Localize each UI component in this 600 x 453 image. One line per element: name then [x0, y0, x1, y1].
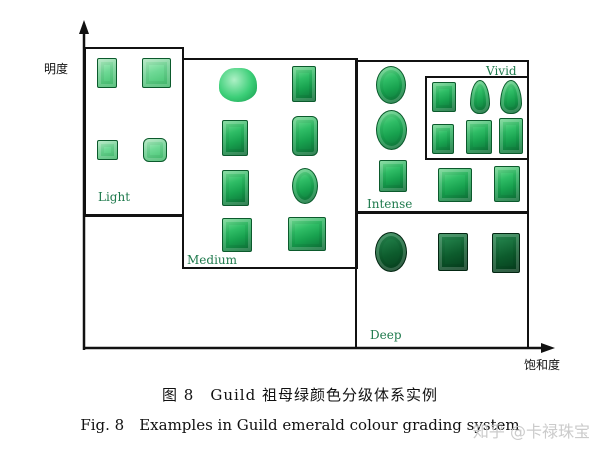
gem-light-emerald-cut	[97, 58, 117, 88]
deep-region	[355, 212, 529, 349]
label-light: Light	[98, 190, 131, 204]
label-vivid: Vivid	[486, 64, 517, 78]
gem-medium-emerald-cut-1	[292, 66, 316, 102]
label-deep: Deep	[370, 328, 402, 342]
gem-light-cushion	[142, 58, 171, 88]
gem-vivid-emerald-cut-4	[499, 118, 523, 154]
gem-medium-cushion	[292, 116, 318, 156]
gem-vivid-pear-1	[470, 80, 490, 114]
gem-medium-emerald-cut-3	[222, 170, 249, 206]
caption-english: Fig. 8 Examples in Guild emerald colour …	[80, 416, 520, 434]
label-intense: Intense	[367, 197, 413, 211]
gem-vivid-emerald-cut-1	[432, 82, 456, 112]
gem-medium-oval	[292, 168, 318, 204]
gem-deep-emerald-cut-2	[492, 233, 520, 273]
vivid-region	[425, 76, 529, 160]
gem-intense-emerald-cut-3	[494, 166, 520, 202]
gem-vivid-emerald-cut-3	[466, 120, 492, 154]
gem-vivid-emerald-cut-2	[432, 124, 454, 154]
gem-intense-emerald-cut-1	[379, 160, 407, 192]
gem-deep-oval	[375, 232, 407, 272]
gem-light-square	[97, 140, 118, 160]
gem-vivid-pear-2	[500, 80, 522, 114]
label-medium: Medium	[187, 253, 238, 267]
gem-intense-oval-2	[376, 110, 407, 150]
y-axis-arrow	[79, 20, 89, 34]
gem-deep-emerald-cut-1	[438, 233, 468, 271]
gem-medium-emerald-cut-5	[288, 217, 326, 251]
gem-medium-emerald-cut-2	[222, 120, 248, 156]
x-axis-arrow	[541, 343, 555, 353]
y-axis-label: 明度	[44, 62, 69, 76]
gem-intense-oval-1	[376, 66, 406, 104]
gem-intense-emerald-cut-2	[438, 168, 472, 202]
gem-medium-emerald-cut-4	[222, 218, 252, 252]
watermark: 知乎 @卡禄珠宝	[472, 422, 590, 441]
gem-light-cushion-small	[143, 138, 167, 162]
medium-region	[182, 58, 358, 269]
x-axis-label: 饱和度	[524, 358, 561, 372]
caption-chinese: 图 8 Guild 祖母绿颜色分级体系实例	[162, 386, 438, 404]
gem-medium-heart	[219, 68, 257, 102]
